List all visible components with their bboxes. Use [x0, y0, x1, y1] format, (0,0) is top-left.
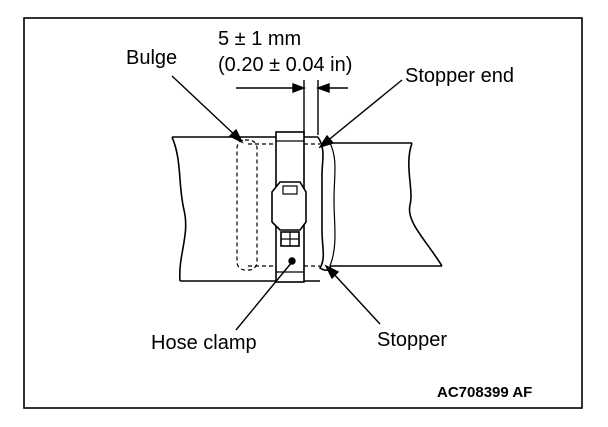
dimension-marker	[236, 80, 348, 135]
stopper-end-leader	[325, 79, 403, 143]
stopper-inner	[329, 142, 336, 267]
bulge-leader	[171, 75, 239, 139]
dimension-imperial: (0.20 ± 0.04 in)	[218, 54, 352, 76]
hose-break-right	[408, 142, 443, 267]
stopper-end-arrowhead	[318, 134, 335, 149]
figure-code: AC708399 AF	[437, 384, 532, 401]
bulge-dashed	[236, 139, 258, 271]
hose-clamp-label: Hose clamp	[151, 332, 257, 354]
leader-lines	[171, 75, 403, 331]
hose-clamp-dot	[288, 257, 296, 265]
hose-clamp-leader	[235, 261, 293, 331]
stopper-leader	[331, 271, 381, 325]
hose-clamp	[271, 131, 307, 283]
bulge-arrowhead	[228, 128, 244, 144]
stopper-outline	[317, 136, 332, 271]
figure-border	[23, 17, 583, 409]
bulge-label: Bulge	[126, 47, 177, 69]
stopper-end-label: Stopper end	[405, 65, 514, 87]
hose-break-left	[171, 136, 187, 282]
stopper-label: Stopper	[377, 329, 447, 351]
hose	[171, 136, 443, 282]
stopper-arrowhead	[324, 264, 340, 280]
dimension-metric: 5 ± 1 mm	[218, 28, 301, 50]
